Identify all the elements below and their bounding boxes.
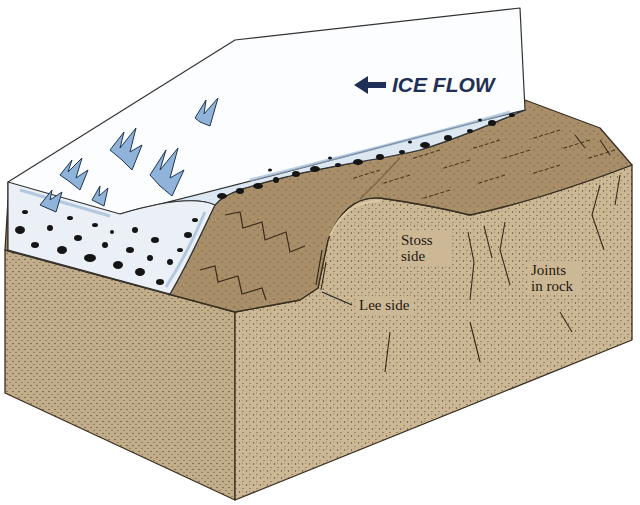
ice-shading [250,112,510,180]
boulder-debris [135,268,145,276]
rock-joints [560,312,572,332]
boulder-debris [376,154,384,160]
boulder-debris [353,159,363,165]
boulder-debris [268,169,272,172]
crevasse [40,98,218,212]
glacial-striations [351,170,380,179]
roche-moutonnee-crest [330,158,400,236]
boulder-debris [292,171,300,177]
ice-flow-arrow [354,76,368,94]
boulder-debris [156,279,164,285]
boulder-debris [132,227,138,233]
plucked-lee-steps [200,266,266,300]
boulder-debris [217,193,227,199]
rock-joints [615,175,620,205]
rock-joints [385,332,390,372]
plucked-lee-steps [316,250,322,285]
rock-joints [484,226,492,258]
boulder-debris [444,135,452,141]
boulder-debris [253,183,263,189]
glacial-striations [476,175,505,184]
ice-body [8,8,525,294]
boulder-debris [15,113,515,285]
boulder-debris [113,261,123,269]
boulder-debris [110,230,114,234]
leader-line [322,292,352,305]
glacial-striations [421,190,450,199]
glacial-striations [531,130,560,139]
ice-flow-arrow [354,76,386,94]
boulder-debris [92,223,98,227]
boulder-debris [31,242,39,248]
boulder-debris [84,254,96,262]
glacial-striations [531,165,560,174]
boulder-debris [467,129,473,133]
boulder-debris [478,119,482,122]
boulder-debris [126,247,134,253]
boulder-debris [192,218,198,222]
ice-side-face [120,110,525,214]
boulder-debris [399,150,405,154]
crevasse [40,190,62,212]
glacial-striations [381,175,410,184]
roche-moutonnee-crest [330,201,380,236]
boulder-debris [328,157,332,160]
rock-joints [500,222,510,285]
glacial-striations [471,140,500,149]
rock-joints [468,232,474,300]
boulder-debris [236,188,244,194]
glacial-striations [561,140,590,149]
glacial-striations [441,160,470,169]
boulder-debris [509,113,515,117]
ice-flow-label: ICE FLOW [392,73,495,97]
lee-side-label: Lee side [356,296,412,314]
boulder-debris [22,210,28,214]
boulder-debris [335,163,341,167]
boulder-debris [47,225,53,231]
boulder-debris [273,177,279,183]
rock-joints [600,140,610,155]
stoss-side-label: Stoss side [398,231,452,265]
boulder-debris [488,120,496,126]
crevasse [92,186,108,206]
glacial-striations [586,150,615,159]
rock-joints [592,185,604,250]
plucked-lee-steps [321,262,326,290]
boulder-debris [67,216,73,220]
boulder-debris [177,248,183,252]
boulder-debris [408,141,412,144]
boulder-debris [74,235,82,241]
rock-joints [470,322,480,362]
boulder-debris [184,232,192,238]
boulder-debris [57,246,67,254]
rock-joints [575,135,585,148]
plucked-lee-steps [200,212,326,300]
boulder-debris [147,255,153,261]
roche-moutonnee-crest [360,158,400,199]
boulder-debris [167,259,173,265]
ice-shading [20,112,510,287]
ice-front-face [8,182,215,294]
boulder-debris [15,226,25,234]
boulder-debris [102,242,108,248]
crevasse [60,158,88,190]
ice-shading [166,212,205,287]
boulder-debris [310,166,320,172]
crevasse [195,98,218,126]
rock-joints [385,135,620,372]
plucked-lee-steps [225,212,305,252]
joints-label: Joints in rock [528,261,582,295]
boulder-debris [420,142,430,148]
crevasse [110,128,142,170]
leader-line [322,292,352,305]
glacier-ice [8,8,525,294]
crevasse [150,148,184,196]
boulder-debris [151,237,159,243]
glacial-striations [501,150,530,159]
